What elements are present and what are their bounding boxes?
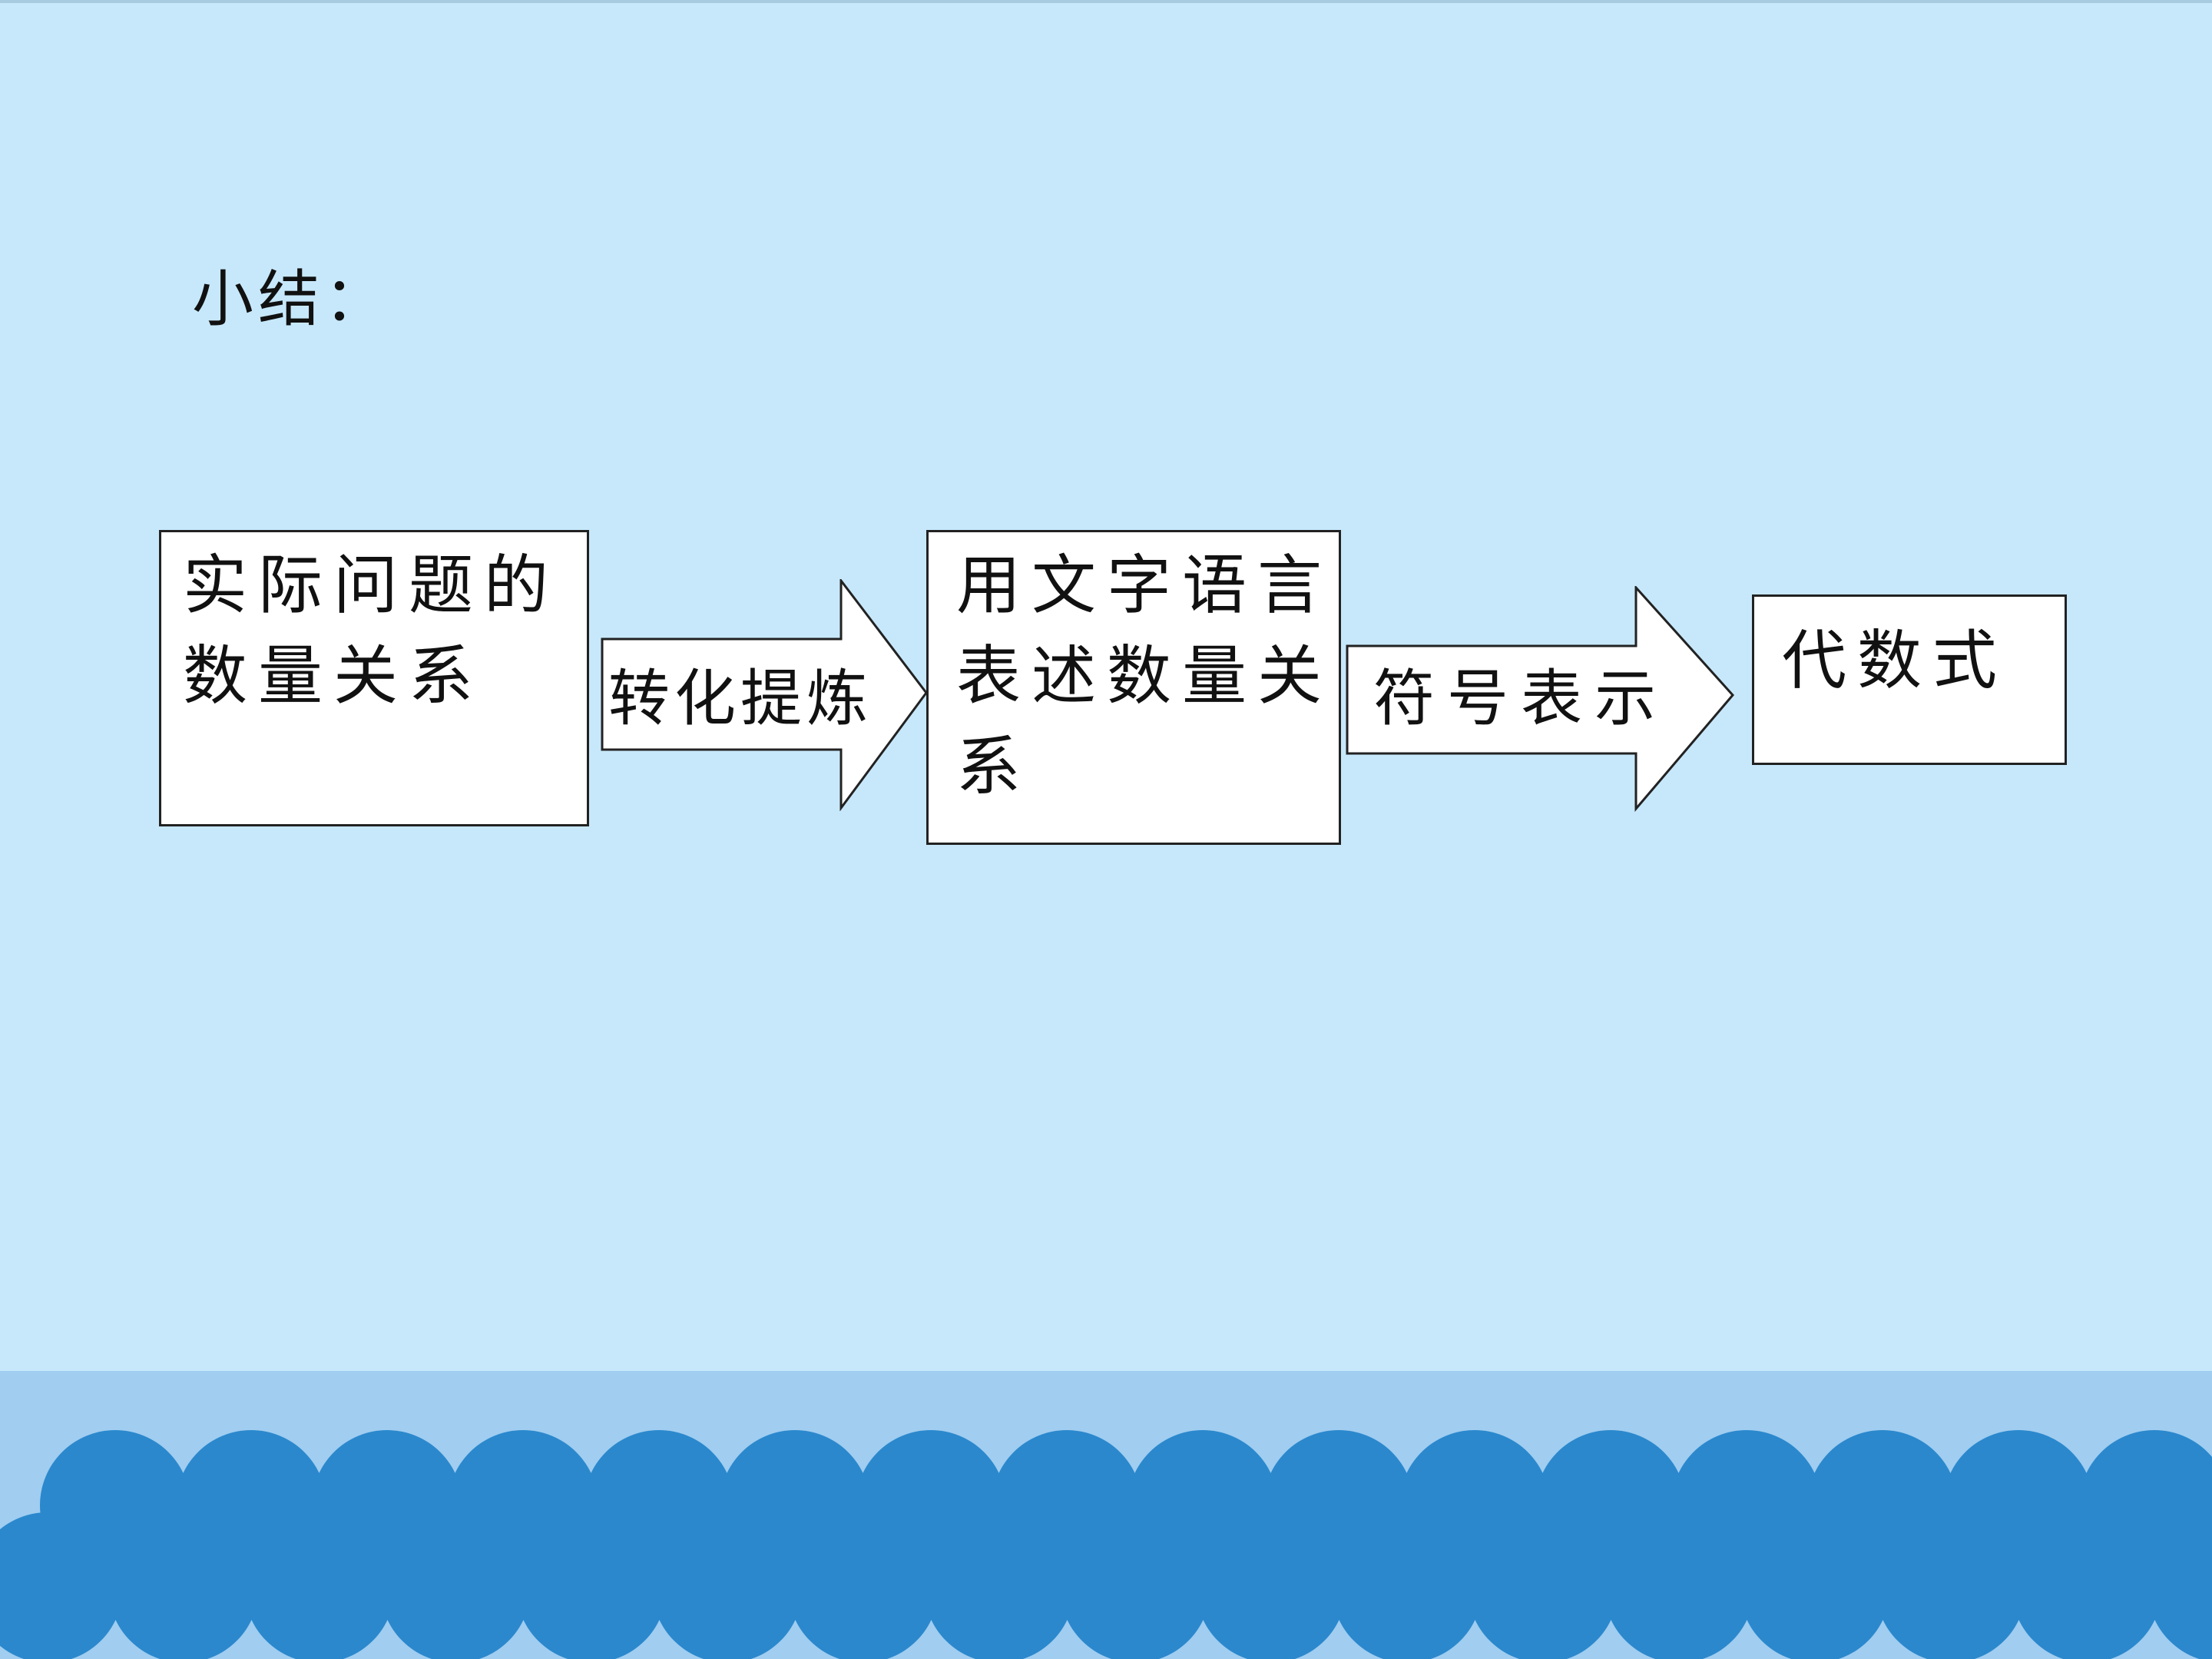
flow-box-algebraic-expression: 代数式	[1752, 594, 2067, 765]
wave-scallop-front	[0, 1512, 123, 1659]
wave-scallop-front	[1876, 1512, 2026, 1659]
slide-title: 小结：	[192, 263, 390, 335]
wave-scallop-front	[924, 1512, 1075, 1659]
wave-scallop-front	[108, 1512, 259, 1659]
flow-box-verbal-description: 用文字语言表述数量关系	[926, 530, 1341, 845]
flow-arrow-convert-refine	[601, 579, 928, 811]
top-border-line	[0, 0, 2212, 3]
wave-scallop-front	[1740, 1512, 1890, 1659]
wave-scallop-front	[1060, 1512, 1210, 1659]
wave-scallop-front	[2147, 1513, 2212, 1659]
wave-scallop-front	[2012, 1512, 2162, 1659]
wave-scallop-front	[788, 1512, 939, 1659]
wave-scallop-front	[1196, 1512, 1346, 1659]
wave-scallop-front	[1468, 1512, 1618, 1659]
wave-row-front	[0, 1512, 2212, 1659]
flow-box-practical-problem-text: 实际问题的数量关系	[183, 548, 560, 714]
wave-scallop-front	[1604, 1512, 1754, 1659]
flow-box-algebraic-expression-text: 代数式	[1782, 623, 2008, 698]
decorative-waves	[0, 1430, 2212, 1659]
flow-box-practical-problem: 实际问题的数量关系	[159, 530, 589, 826]
wave-scallop-front	[516, 1512, 667, 1659]
wave-scallop-front	[244, 1512, 395, 1659]
flow-arrow-symbolic-representation	[1346, 586, 1734, 812]
flow-box-verbal-description-text: 用文字语言表述数量关系	[956, 548, 1333, 804]
wave-scallop-front	[380, 1512, 531, 1659]
wave-scallop-front	[652, 1512, 803, 1659]
flow-arrow-symbolic-representation-label: 符号表示	[1373, 663, 1668, 734]
flow-arrow-convert-refine-label: 转化提炼	[608, 663, 873, 734]
wave-scallop-front	[1332, 1512, 1482, 1659]
